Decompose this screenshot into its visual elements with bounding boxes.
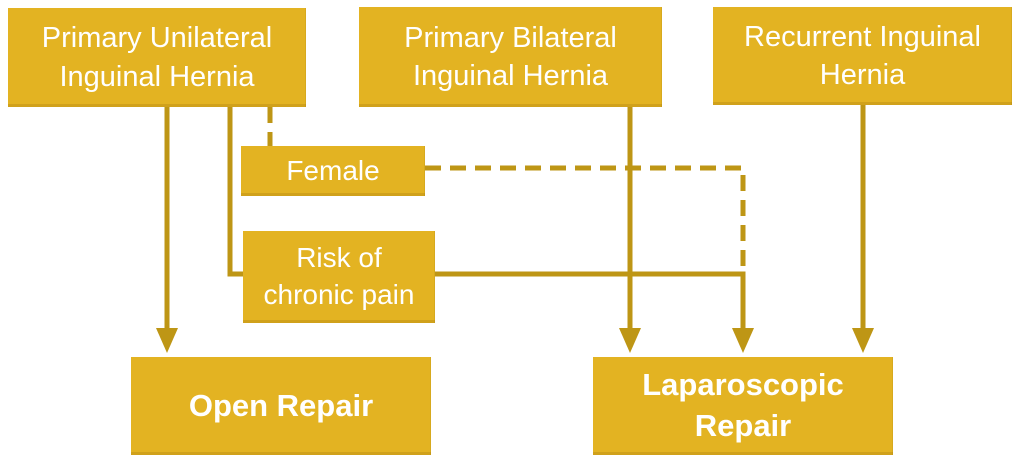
node-label: Open Repair	[188, 387, 374, 423]
node-label: Risk of chronic pain	[263, 242, 415, 310]
node-open-repair: Open Repair	[131, 357, 431, 455]
connector-female-to-laparoscopic	[425, 165, 746, 274]
node-primary-bilateral-inguinal-hernia: Primary Bilateral Inguinal Hernia	[359, 7, 662, 107]
node-primary-unilateral-inguinal-hernia: Primary Unilateral Inguinal Hernia	[8, 8, 306, 107]
node-label: Primary Bilateral Inguinal Hernia	[404, 21, 617, 92]
connector-unilateral-risk-to-laparoscopic	[227, 107, 754, 353]
node-risk-of-chronic-pain: Risk of chronic pain	[243, 231, 435, 323]
node-label: Recurrent Inguinal Hernia	[744, 20, 981, 91]
node-recurrent-inguinal-hernia: Recurrent Inguinal Hernia	[713, 7, 1012, 105]
node-label: Laparoscopic Repair	[642, 367, 844, 443]
node-label: Female	[286, 154, 380, 186]
node-laparoscopic-repair: Laparoscopic Repair	[593, 357, 893, 455]
node-label: Primary Unilateral Inguinal Hernia	[41, 22, 273, 93]
node-female: Female	[241, 146, 425, 196]
